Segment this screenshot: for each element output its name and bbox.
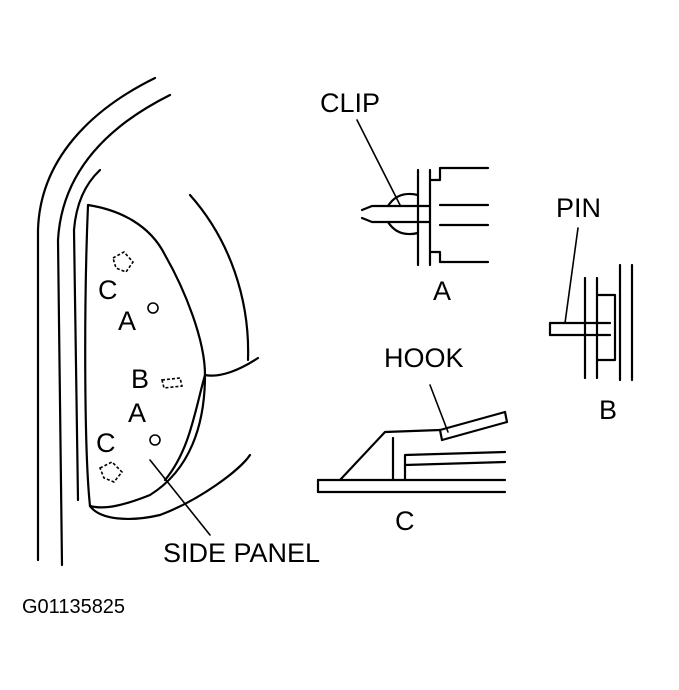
clip-leader <box>356 119 401 206</box>
detail-b-label: B <box>599 395 618 425</box>
side-panel-label: SIDE PANEL <box>163 538 321 568</box>
panel-c-top-label: C <box>98 275 118 305</box>
side-panel-view <box>36 76 260 567</box>
side-panel-outline <box>84 203 207 509</box>
fastener-b-marker <box>161 377 183 389</box>
detail-c-hook <box>316 384 509 494</box>
panel-b-label: B <box>131 364 150 394</box>
pin-label: PIN <box>556 193 602 223</box>
detail-c-label: C <box>395 506 415 536</box>
hook-label: HOOK <box>384 343 464 373</box>
clip-label: CLIP <box>320 88 381 118</box>
fastener-c-bottom-marker <box>98 461 124 483</box>
fastener-a-bottom-marker <box>149 434 161 446</box>
panel-c-bottom-label: C <box>96 428 116 458</box>
figure-code: G01135825 <box>22 596 126 618</box>
panel-a-bottom-label: A <box>128 398 147 428</box>
panel-a-top-label: A <box>118 306 137 336</box>
detail-b-pin <box>548 227 634 382</box>
detail-a-clip <box>356 119 490 267</box>
side-panel-leader <box>149 459 211 536</box>
fastener-a-top-marker <box>147 302 159 314</box>
hook-leader <box>429 384 449 433</box>
pin-leader <box>564 227 579 324</box>
detail-a-label: A <box>433 276 452 306</box>
fastener-c-top-marker <box>112 250 135 273</box>
